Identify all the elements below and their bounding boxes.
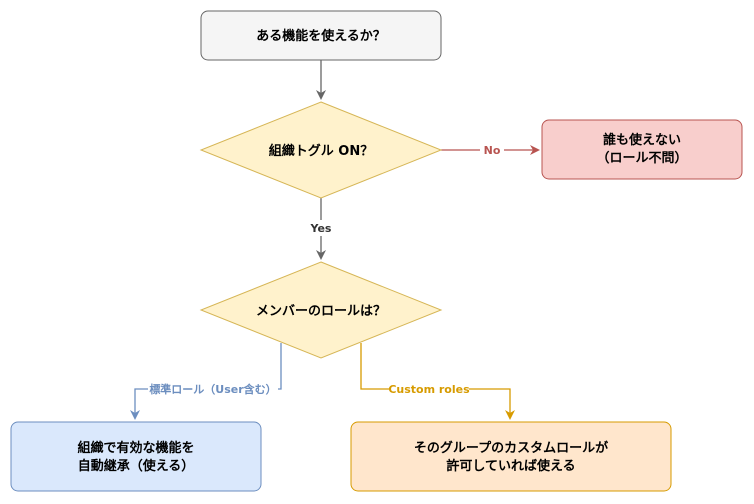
edge-label-yes: Yes [310, 222, 332, 235]
edge-label-no: No [484, 144, 501, 157]
edge-label-no-bg [480, 142, 504, 158]
node-custom-allowed: そのグループのカスタムロールが 許可していれば使える [350, 421, 672, 492]
edge-label-custom-bg [389, 381, 469, 397]
svg-text:許可していれば使える: 許可していれば使える [446, 458, 575, 474]
edge-label-yes-bg [306, 220, 336, 236]
node-inherit: 組織で有効な機能を 自動継承（使える） [10, 421, 262, 492]
decision-member-role: メンバーのロールは？ [199, 261, 443, 359]
svg-text:メンバーのロールは？: メンバーのロールは？ [256, 304, 386, 319]
edge-role-to-inherit [130, 343, 282, 420]
svg-text:組織トグル ON？: 組織トグル ON？ [269, 143, 373, 159]
svg-text:自動継承（使える）: 自動継承（使える） [78, 458, 195, 474]
decision-org-toggle: 組織トグル ON？ [199, 101, 443, 199]
svg-text:ある機能を使えるか？: ある機能を使えるか？ [256, 28, 386, 44]
svg-text:誰も使えない: 誰も使えない [603, 132, 681, 148]
node-nobody: 誰も使えない （ロール不問） [541, 119, 743, 180]
edge-label-custom-roles: Custom roles [388, 383, 470, 396]
svg-text:（ロール不問）: （ロール不問） [596, 150, 687, 166]
node-start: ある機能を使えるか？ [200, 10, 442, 61]
edge-label-standard-bg [148, 381, 278, 397]
edge-role-to-custom [360, 343, 515, 420]
svg-text:組織で有効な機能を: 組織で有効な機能を [77, 440, 194, 456]
svg-text:そのグループのカスタムロールが: そのグループのカスタムロールが [414, 440, 608, 456]
edge-label-standard-role: 標準ロール（User含む） [149, 382, 276, 396]
